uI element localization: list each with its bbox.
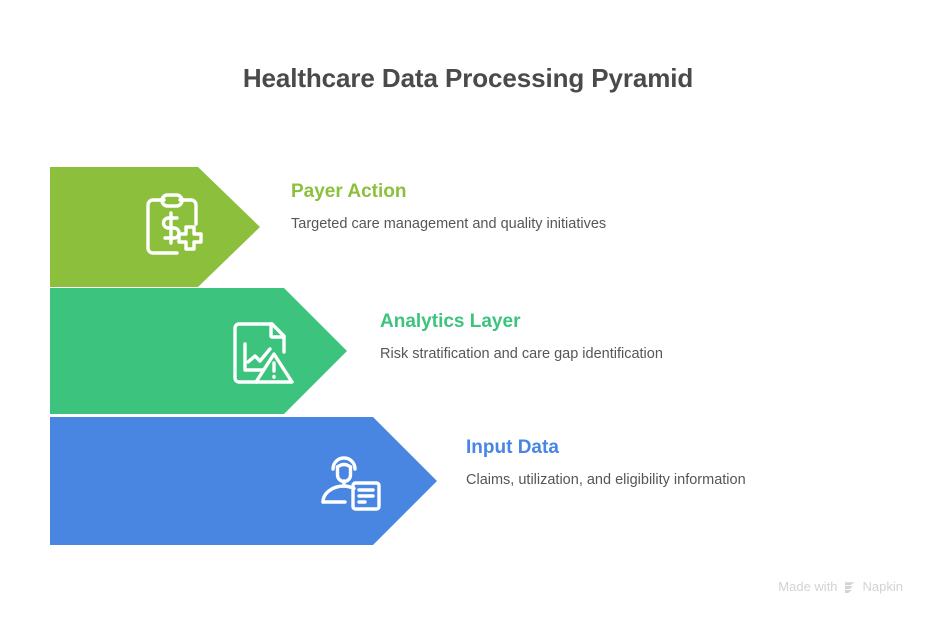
document-chart-warning-icon [226,318,298,390]
made-with-napkin-watermark[interactable]: Made with Napkin [778,579,903,595]
pyramid-layer-heading: Input Data [466,437,559,458]
pyramid-layer-heading: Analytics Layer [380,311,521,332]
watermark-made-with-label: Made with [778,579,838,594]
napkin-logo-icon [843,580,858,595]
pyramid-layer-analytics-layer[interactable]: Analytics Layer Risk stratification and … [0,288,936,414]
pyramid-layer-text-input-data: Input Data Claims, utilization, and elig… [466,436,886,491]
watermark-brand-label: Napkin [862,579,903,594]
pyramid-layer-description: Targeted care management and quality ini… [291,216,607,232]
pyramid-layer-text-analytics-layer: Analytics Layer Risk stratification and … [380,310,800,365]
pyramid-layer-heading: Payer Action [291,181,407,202]
pyramid-layer-description: Risk stratification and care gap identif… [380,346,663,362]
person-document-icon [313,445,385,517]
pyramid-layer-description: Claims, utilization, and eligibility inf… [466,472,746,488]
band-arrow-shape-input-data [50,417,437,545]
clipboard-dollar-medical-icon [136,191,208,263]
pyramid-layer-text-payer-action: Payer Action Targeted care management an… [291,180,661,235]
page-title: Healthcare Data Processing Pyramid [242,63,694,93]
band-arrow-shape-payer-action [50,167,260,287]
band-arrow-shape-analytics-layer [50,288,347,414]
pyramid-layer-payer-action[interactable]: Payer Action Targeted care management an… [0,167,936,287]
pyramid-layer-input-data[interactable]: Input Data Claims, utilization, and elig… [0,417,936,545]
